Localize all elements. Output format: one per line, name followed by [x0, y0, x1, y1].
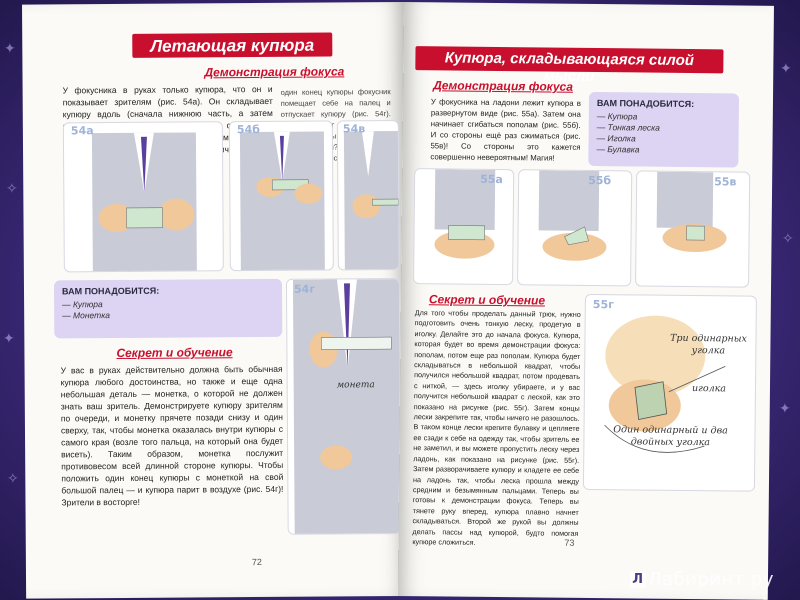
panel-label: 55б [588, 173, 612, 188]
needs-item: — Булавка [596, 144, 640, 155]
illustration-panel [336, 120, 400, 271]
magician-illustration [343, 131, 400, 271]
needs-item: — Монетка [62, 310, 111, 321]
panel-label: 55г [592, 297, 614, 312]
star-icon: ✦ [4, 40, 16, 56]
illustration-panel [517, 169, 633, 287]
coin-label: монета [336, 380, 375, 391]
needs-box: ВАМ ПОНАДОБИТСЯ: — Купюра — Монетка [53, 278, 283, 339]
secret-heading: Секрет и обучение [428, 292, 546, 308]
illustration-panel [635, 170, 751, 288]
secret-heading: Секрет и обучение [116, 345, 233, 361]
secret-hand-illustration [604, 315, 726, 453]
illustration-panel [413, 168, 515, 286]
star-icon: ✧ [782, 230, 794, 246]
star-icon: ✦ [780, 60, 792, 76]
panel-label: 54а [70, 124, 94, 138]
right-page: Купюра, складывающаяся силой мысли Демон… [397, 2, 774, 600]
panel-label: 55в [714, 175, 737, 189]
illustration-panel [582, 293, 757, 492]
hand-illustration [434, 169, 496, 259]
star-icon: ✦ [3, 330, 15, 346]
panel-label: 54в [342, 122, 366, 136]
illustration-panel [62, 121, 224, 273]
page-number: 72 [251, 557, 262, 568]
star-icon: ✦ [779, 400, 791, 416]
one-two-corners-label: Один одинарный и два двойных уголка [613, 424, 728, 449]
magician-illustration [91, 132, 197, 273]
needle-label: иголка [691, 383, 727, 395]
panel-label: 54г [293, 282, 316, 296]
needs-heading: ВАМ ПОНАДОБИТСЯ: [596, 98, 695, 110]
magician-illustration [292, 279, 402, 535]
star-icon: ✧ [6, 180, 18, 196]
watermark-text: Лабиринт.ру [647, 569, 774, 590]
page-title: Летающая купюра [150, 35, 315, 56]
secret-text: Для того чтобы проделать данный трюк, ну… [412, 308, 581, 547]
illustration-panel [285, 278, 402, 535]
demo-heading: Демонстрация фокуса [204, 64, 345, 80]
demo-heading: Демонстрация фокуса [433, 78, 574, 94]
three-corners-label: Три одинарных уголка [670, 332, 747, 357]
magician-illustration [239, 131, 325, 272]
secret-text: У вас в руках действительно должна быть … [60, 363, 284, 508]
panel-label: 55а [480, 172, 503, 187]
page-number: 73 [564, 537, 575, 548]
hand-illustration [656, 171, 727, 253]
hand-illustration [538, 170, 607, 261]
illustration-panel [228, 120, 334, 272]
labirint-logo-icon: Л [629, 572, 646, 588]
demo-text: У фокусника на ладони лежит купюра в раз… [430, 97, 581, 163]
needs-box: ВАМ ПОНАДОБИТСЯ: — Купюра — Тонкая леска… [588, 91, 740, 168]
panel-label: 54б [236, 123, 260, 137]
left-page: Летающая купюра Демонстрация фокуса У фо… [22, 2, 409, 599]
star-icon: ✧ [7, 470, 19, 486]
needs-heading: ВАМ ПОНАДОБИТСЯ: [61, 285, 160, 297]
